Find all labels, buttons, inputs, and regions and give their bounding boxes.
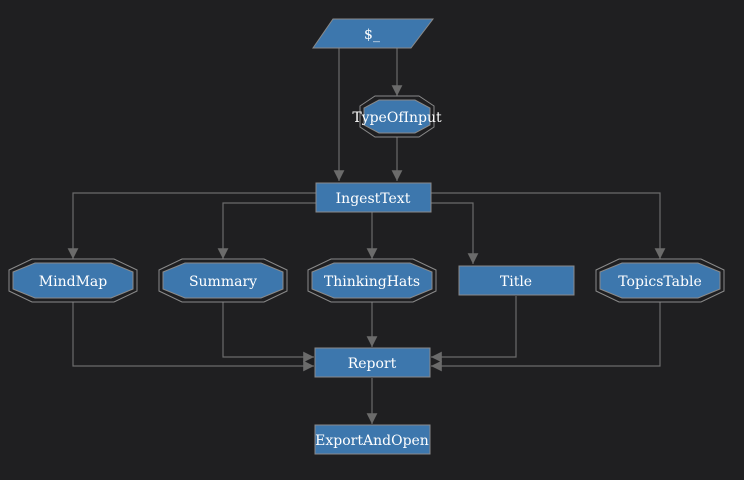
node-export-and-open: ExportAndOpen [314, 424, 431, 455]
edge-title-to-report [431, 296, 517, 363]
node-summary: Summary [158, 258, 288, 303]
node-topics-table-label: TopicsTable [618, 274, 701, 290]
node-input-label: $_ [364, 27, 380, 43]
node-thinking-hats-label: ThinkingHats [324, 274, 420, 290]
edge-topics-table-to-report [431, 302, 661, 372]
node-topics-table: TopicsTable [595, 258, 725, 303]
node-type-of-input-label: TypeOfInput [352, 110, 442, 126]
edge-ingest-text-to-title [431, 202, 479, 264]
edge-summary-to-report [222, 302, 314, 363]
node-ingest-text: IngestText [315, 182, 432, 213]
node-report-label: Report [348, 356, 397, 372]
node-ingest-text-label: IngestText [336, 191, 411, 207]
edge-mind-map-to-report [72, 302, 314, 372]
edge-ingest-text-to-summary [217, 202, 316, 259]
edge-ingest-text-to-topics-table [431, 192, 666, 259]
node-title-label: Title [500, 274, 532, 290]
node-thinking-hats: ThinkingHats [307, 258, 437, 303]
node-export-and-open-label: ExportAndOpen [315, 433, 429, 449]
edge-ingest-text-to-mind-map [67, 192, 316, 259]
node-mind-map-label: MindMap [39, 274, 107, 290]
node-type-of-input: TypeOfInput [352, 95, 442, 138]
node-summary-label: Summary [189, 274, 257, 290]
node-input: $_ [312, 18, 435, 49]
node-title: Title [458, 265, 575, 296]
node-report: Report [314, 347, 431, 378]
node-mind-map: MindMap [8, 258, 138, 303]
